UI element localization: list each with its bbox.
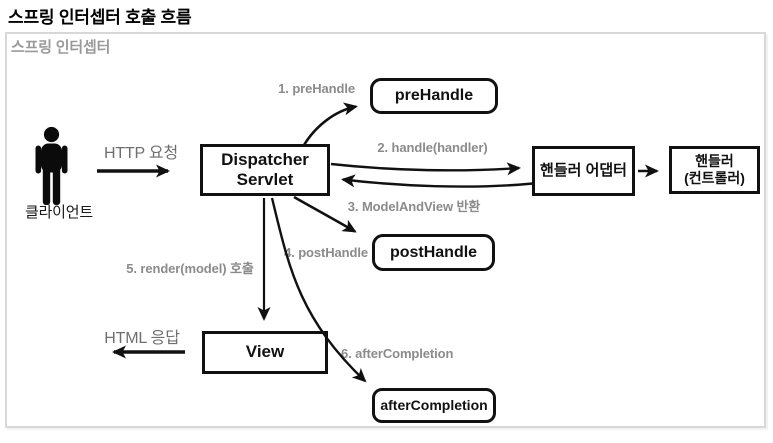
aftercompletion-node: afterCompletion bbox=[372, 388, 496, 423]
step3-modelandview-label: 3. ModelAndView 반환 bbox=[347, 199, 481, 214]
client-label: 클라이언트 bbox=[24, 204, 93, 221]
prehandle-node: preHandle bbox=[370, 78, 498, 114]
step5-render-label: 5. render(model) 호출 bbox=[126, 261, 254, 276]
step1-prehandle-label: 1. preHandle bbox=[278, 81, 355, 96]
view-node: View bbox=[202, 331, 328, 374]
handler-adapter-node: 핸들러 어댑터 bbox=[532, 146, 635, 196]
step4-posthandle-label: 4. postHandle bbox=[284, 245, 368, 260]
step2-handle-label: 2. handle(handler) bbox=[377, 140, 488, 155]
step6-aftercompletion-label: 6. afterCompletion bbox=[341, 346, 454, 361]
dispatcher-servlet-node: Dispatcher Servlet bbox=[200, 144, 330, 196]
http-request-label: HTTP 요청 bbox=[104, 145, 178, 162]
handler-controller-node: 핸들러 (컨트롤러) bbox=[669, 146, 760, 194]
posthandle-node: postHandle bbox=[372, 234, 495, 271]
html-response-label: HTML 응답 bbox=[104, 330, 180, 347]
page-title: 스프링 인터셉터 호출 흐름 bbox=[8, 8, 192, 27]
diagram-frame-label: 스프링 인터셉터 bbox=[11, 39, 111, 56]
